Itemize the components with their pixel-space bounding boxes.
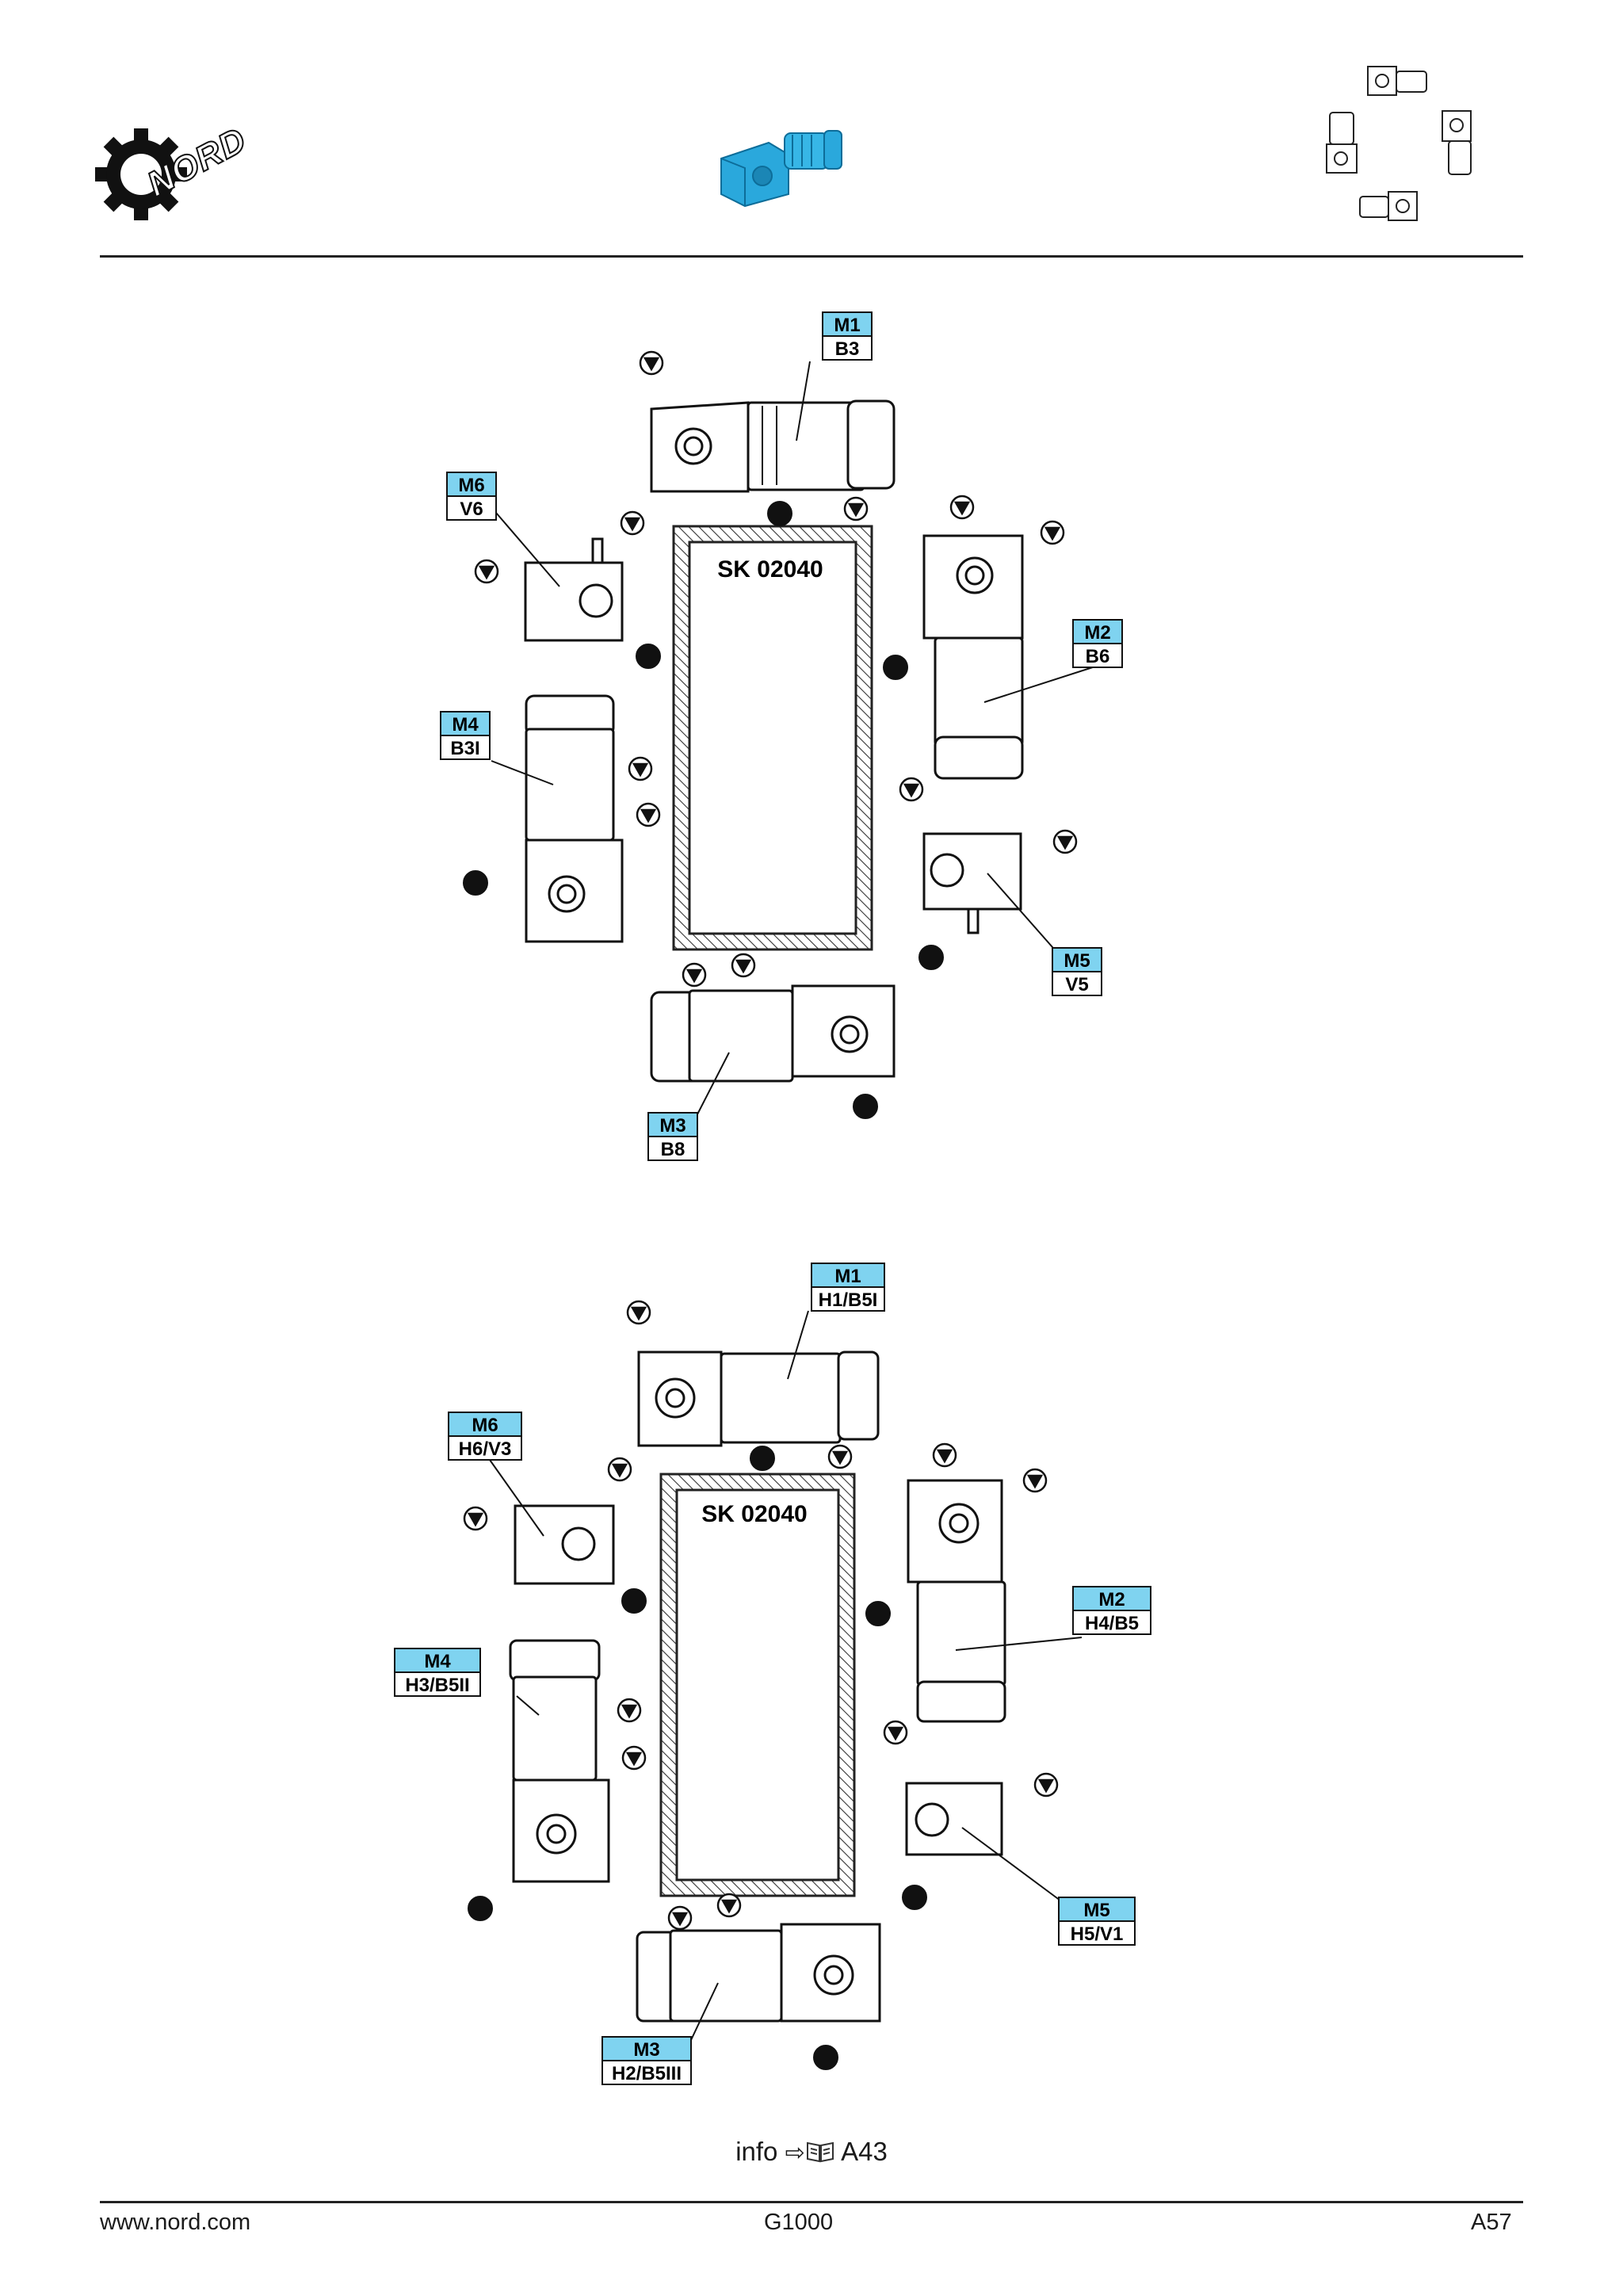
tag-code: M4 bbox=[452, 714, 479, 735]
vent-markers bbox=[463, 1300, 1059, 1931]
footer-page-number: A57 bbox=[1471, 2210, 1512, 2235]
tag-code: M5 bbox=[1083, 1900, 1109, 1921]
tag-m3: M3 H2/B5III bbox=[601, 2036, 692, 2085]
tag-mount: V5 bbox=[1065, 974, 1088, 995]
drain-markers bbox=[463, 501, 944, 1119]
tag-mount: H6/V3 bbox=[459, 1438, 512, 1460]
tag-mount: B6 bbox=[1086, 646, 1110, 667]
tag-m3: M3 B8 bbox=[647, 1112, 698, 1161]
tag-code: M6 bbox=[458, 475, 484, 496]
tag-m5: M5 V5 bbox=[1052, 947, 1102, 996]
gearmotor-m4 bbox=[509, 1639, 610, 1883]
tag-code: M3 bbox=[633, 2039, 659, 2061]
tag-mount: B3I bbox=[450, 738, 479, 759]
gearmotor-m2 bbox=[907, 1479, 1006, 1723]
drain-markers bbox=[468, 1446, 927, 2070]
gearmotor-m6 bbox=[524, 537, 624, 642]
tag-code: M2 bbox=[1084, 622, 1110, 644]
tag-mount: H2/B5III bbox=[612, 2063, 682, 2084]
leader-lines bbox=[491, 361, 1098, 1115]
arrow-right-icon: ⇨ bbox=[785, 2140, 805, 2166]
tag-code: M5 bbox=[1064, 950, 1090, 972]
footer-divider bbox=[100, 2201, 1523, 2203]
vent-markers bbox=[474, 350, 1078, 988]
header-divider bbox=[100, 255, 1523, 258]
model-label: SK 02040 bbox=[701, 1501, 807, 1527]
tag-m4: M4 H3/B5II bbox=[394, 1648, 481, 1697]
gearmotor-m3 bbox=[650, 984, 896, 1083]
tag-m1: M1 H1/B5I bbox=[811, 1263, 885, 1312]
tag-m4: M4 B3I bbox=[440, 711, 491, 760]
footer-doc-code: G1000 bbox=[764, 2210, 834, 2235]
tag-mount: H5/V1 bbox=[1071, 1924, 1124, 1945]
tag-mount: H3/B5II bbox=[405, 1675, 469, 1696]
gearmotor-m4 bbox=[525, 694, 624, 943]
tag-mount: H4/B5 bbox=[1085, 1613, 1139, 1634]
tag-mount: B3 bbox=[835, 338, 860, 360]
book-icon bbox=[805, 2140, 835, 2170]
leader-lines bbox=[489, 1310, 1083, 2041]
model-label: SK 02040 bbox=[717, 556, 823, 583]
tag-m6: M6 H6/V3 bbox=[448, 1412, 522, 1461]
product-image bbox=[713, 119, 848, 210]
gearmotor-m2 bbox=[922, 534, 1024, 780]
gearmotor-m1 bbox=[637, 1350, 880, 1447]
tag-code: M3 bbox=[659, 1115, 685, 1137]
gearmotor-m5 bbox=[905, 1782, 1003, 1856]
tag-m2: M2 H4/B5 bbox=[1072, 1586, 1151, 1635]
tag-mount: B8 bbox=[661, 1139, 685, 1160]
tag-mount: H1/B5I bbox=[819, 1289, 878, 1311]
info-reference[interactable]: info ⇨ A43 bbox=[0, 2137, 1623, 2170]
gearmotor-m5 bbox=[922, 832, 1022, 934]
center-frame bbox=[659, 1473, 856, 1897]
tag-m2: M2 B6 bbox=[1072, 619, 1123, 668]
tag-code: M1 bbox=[834, 315, 860, 336]
tag-m6: M6 V6 bbox=[446, 472, 497, 521]
center-frame bbox=[672, 525, 873, 951]
gearmotor-m3 bbox=[636, 1923, 881, 2023]
tag-code: M6 bbox=[472, 1415, 498, 1436]
tag-code: M4 bbox=[424, 1651, 451, 1672]
info-prefix: info bbox=[735, 2137, 778, 2166]
tag-code: M2 bbox=[1098, 1589, 1125, 1610]
mounting-orientation-icon bbox=[1316, 62, 1490, 232]
mounting-diagram-2: M1 H1/B5I M2 H4/B5 M3 H2/B5III M4 H3/B5I… bbox=[0, 1189, 1623, 2124]
gearmotor-m1 bbox=[650, 399, 896, 493]
mounting-diagram-1: M1 B3 M2 B6 M3 B8 M4 B3I M5 V5 bbox=[440, 311, 1123, 1161]
nord-gear-icon bbox=[95, 128, 187, 220]
nord-logo: NORD bbox=[95, 119, 254, 226]
tag-mount: V6 bbox=[460, 499, 483, 520]
footer-url[interactable]: www.nord.com bbox=[100, 2210, 251, 2235]
tag-m5: M5 H5/V1 bbox=[1058, 1897, 1136, 1946]
info-ref-code: A43 bbox=[841, 2137, 888, 2166]
tag-code: M1 bbox=[834, 1266, 861, 1287]
tag-m1: M1 B3 bbox=[822, 311, 873, 361]
